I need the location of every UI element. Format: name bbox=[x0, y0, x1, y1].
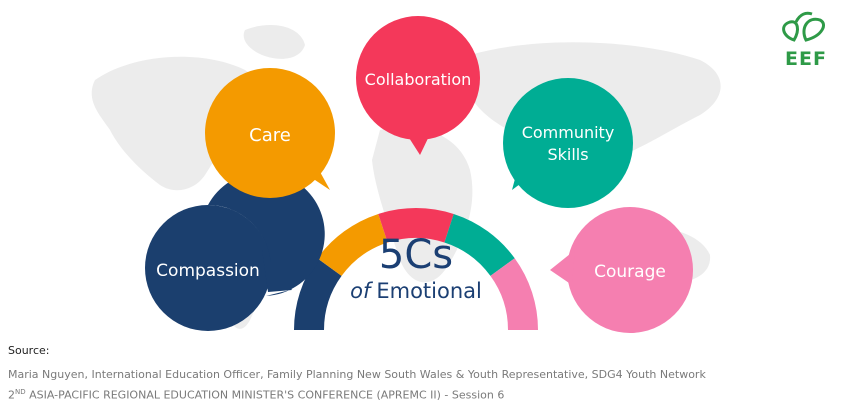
source-credit: Maria Nguyen, International Education Of… bbox=[8, 368, 706, 381]
conference-title: ASIA-PACIFIC REGIONAL EDUCATION MINISTER… bbox=[25, 388, 505, 402]
center-prefix: of bbox=[350, 279, 374, 303]
arc-segment bbox=[444, 213, 515, 276]
bubble-compassion-label: Compassion bbox=[156, 261, 260, 281]
bubble-compassion: Compassion bbox=[145, 172, 325, 331]
eef-logo-text: EEF bbox=[785, 48, 827, 70]
arc-segment bbox=[294, 258, 342, 330]
bubble-compassion-shape bbox=[208, 172, 325, 296]
source-label: Source: bbox=[8, 344, 50, 357]
arc-segment bbox=[490, 258, 538, 330]
bubble-care-label: Care bbox=[249, 125, 291, 146]
bubble-courage: Courage bbox=[550, 207, 693, 333]
center-subtitle-word: Emotional bbox=[376, 279, 482, 303]
conference-line: 2ND ASIA-PACIFIC REGIONAL EDUCATION MINI… bbox=[8, 388, 848, 402]
arc-segment bbox=[378, 208, 454, 243]
eef-leaf-icon bbox=[782, 11, 825, 42]
bubble-collaboration: Collaboration bbox=[356, 16, 480, 155]
arc-segment bbox=[317, 213, 388, 276]
bubble-community-label: Community bbox=[522, 123, 615, 142]
bubble-courage-label: Courage bbox=[594, 262, 666, 282]
bubble-collaboration-label: Collaboration bbox=[365, 70, 472, 89]
center-title: 5Cs bbox=[379, 232, 453, 278]
bubble-skills-label: Skills bbox=[547, 145, 588, 164]
emotional-arc bbox=[294, 208, 538, 330]
conference-number: 2 bbox=[8, 388, 15, 402]
conference-suffix: ND bbox=[15, 388, 26, 396]
bubble-care: Care bbox=[205, 68, 335, 198]
bubble-community-skills: Community Skills bbox=[503, 78, 633, 208]
